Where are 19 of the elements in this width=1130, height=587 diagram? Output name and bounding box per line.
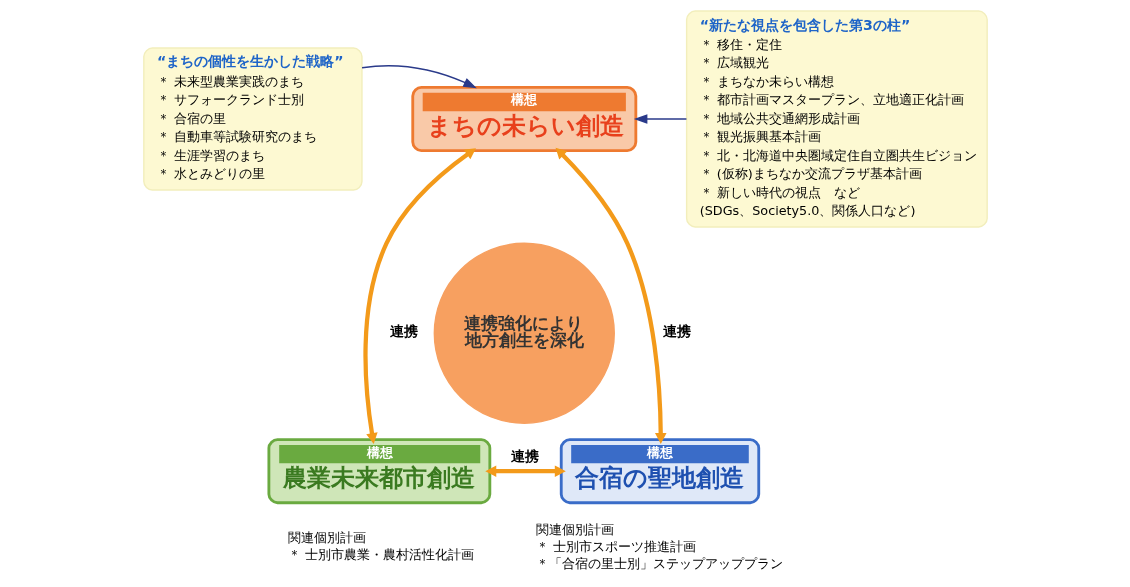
node-box: “まちの個性を生かした戦略” ＊ 未来型農業実践のまち ＊ サフォークランド士別 ＊ 合宿の里 ＊ 自動車等試験研究のまち ＊ 生涯学習のまち ＊ 水とみどりの里 — [142, 47, 363, 191]
edge-label: 連携 — [662, 323, 691, 340]
arrow — [633, 114, 687, 124]
arrow — [360, 65, 477, 89]
node-label: 関連個別計画 — [287, 530, 366, 546]
node-label: 関連個別計画 — [535, 521, 614, 537]
edge-label: 連携 — [389, 323, 418, 340]
edge-label: 連携 — [510, 448, 539, 465]
arrow — [484, 465, 566, 477]
arrow — [362, 148, 476, 445]
node-box: 構想 合宿の聖地創造 — [559, 438, 760, 505]
node-box: 構想 農業未来都市創造 — [266, 438, 491, 505]
node-label: ＊「合宿の里士別」ステップアッププラン — [535, 555, 783, 571]
arrow — [555, 147, 667, 444]
node-label: ＊ 士別市スポーツ推進計画 — [535, 538, 696, 554]
node-box: 構想 まちの未らい創造 — [410, 86, 637, 153]
node-box: “新たな視点を包含した第3の柱” ＊ 移住・定住 ＊ 広域観光 ＊ まちなか未らい構想 ＊ 都市計画マスタープラン、立地適正化計画 ＊ 地域公共交通網形成計画 ＊ 観光振興基本計画 ＊ 北・北海道中央圏域定住自立圏共生ビジョン ＊ (仮称)まちなか交流プラザ基本計画 ＊ 新しい時代の視点 など (SDGs、Society5.0、関係人口など) — [685, 10, 988, 228]
node-circle: 連携強化により地方創生を深化 — [433, 242, 615, 424]
node-label: ＊ 士別市農業・農村活性化計画 — [287, 547, 474, 563]
